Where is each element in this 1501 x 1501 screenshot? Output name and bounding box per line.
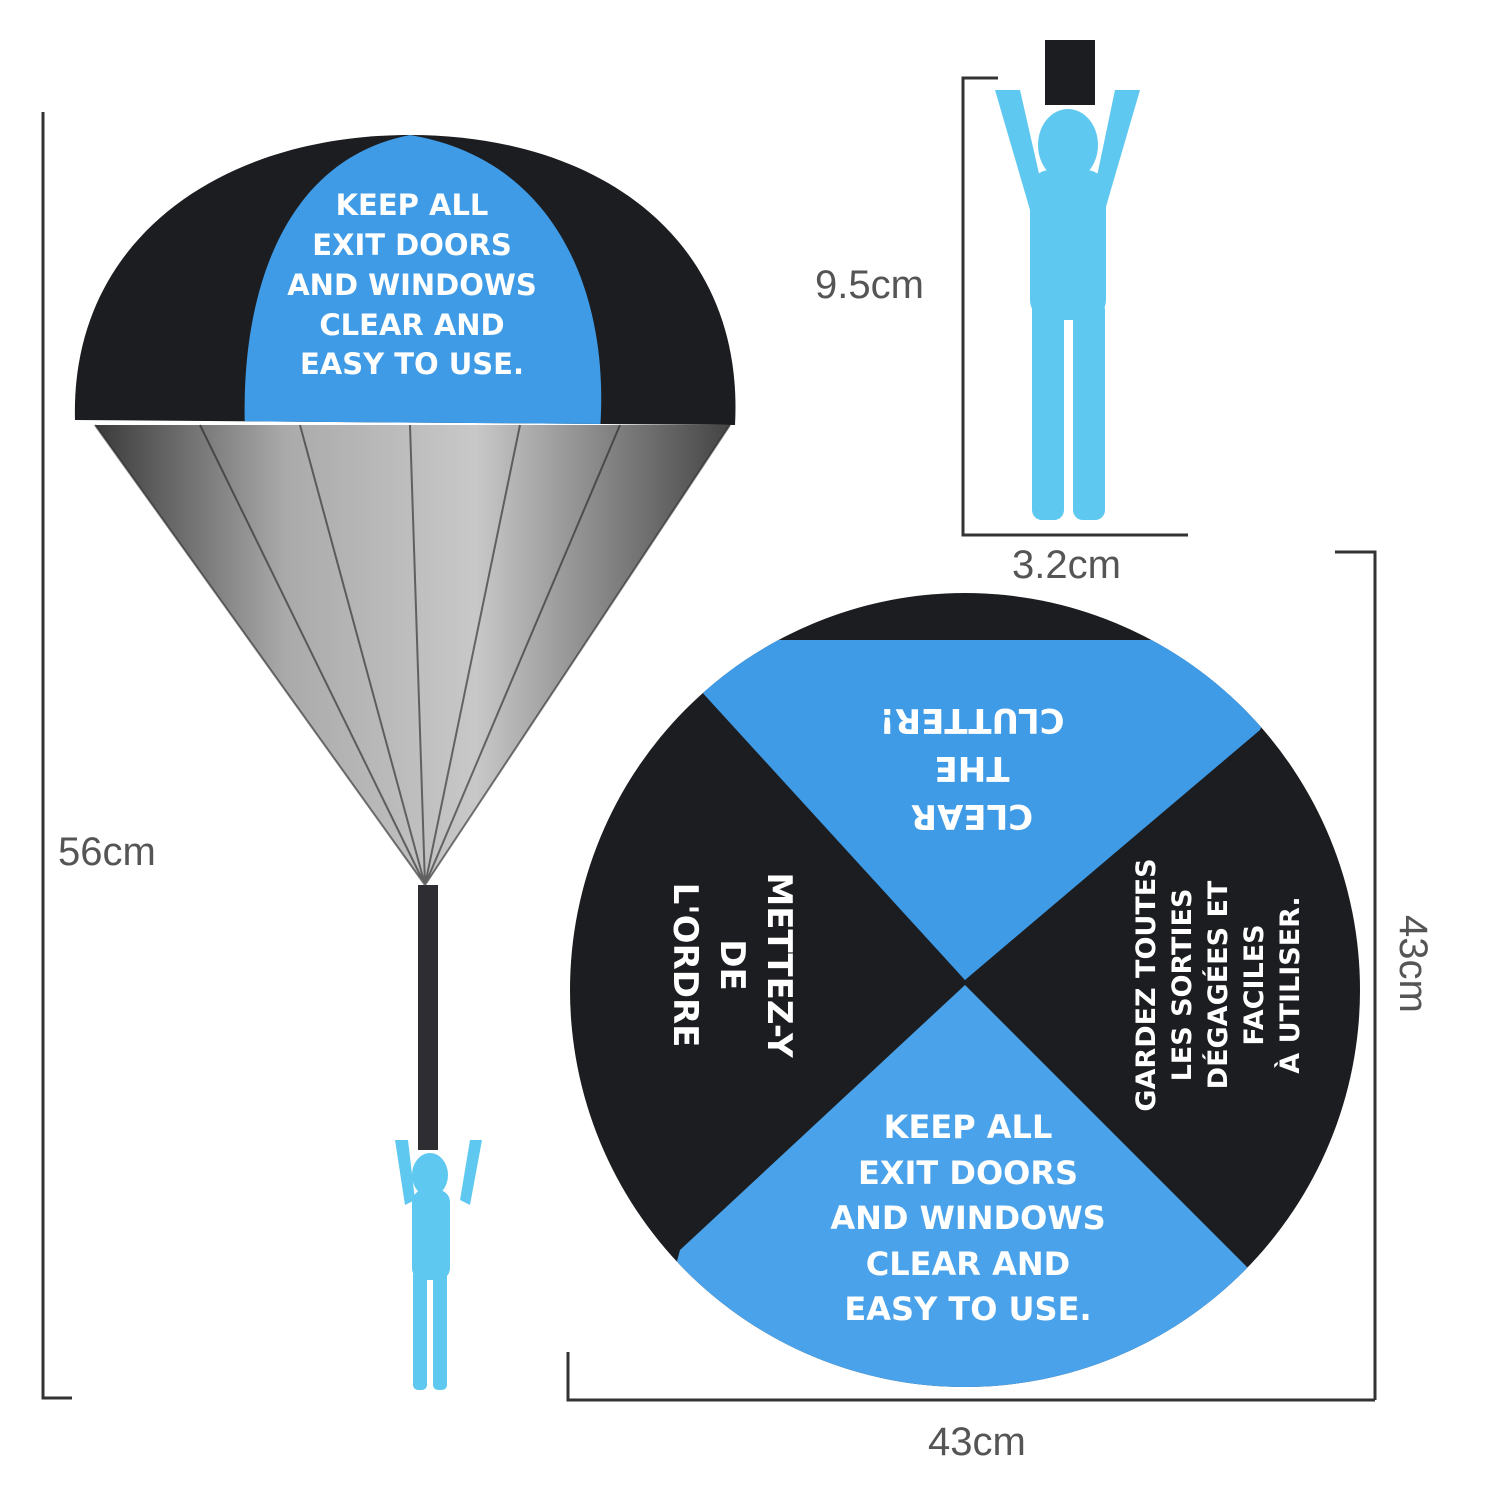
svg-text:CLUTTER!: CLUTTER! <box>879 700 1064 740</box>
svg-text:L'ORDRE: L'ORDRE <box>665 883 705 1048</box>
svg-text:DE: DE <box>712 939 752 990</box>
svg-text:CLEAR: CLEAR <box>911 796 1033 836</box>
paratrooper-figure <box>995 40 1140 520</box>
svg-text:GARDEZ TOUTES: GARDEZ TOUTES <box>1131 858 1162 1111</box>
small-figure <box>395 1140 482 1390</box>
flat-left-text: METTEZ-Y DE L'ORDRE <box>665 872 799 1058</box>
figure-width-label: 3.2cm <box>1012 543 1121 587</box>
figure-height-label: 9.5cm <box>815 263 924 307</box>
side-canopy-text: KEEP ALL EXIT DOORS AND WINDOWS CLEAR AN… <box>287 188 537 381</box>
svg-text:LES SORTIES: LES SORTIES <box>1167 889 1198 1082</box>
svg-text:KEEP ALL: KEEP ALL <box>336 188 489 222</box>
svg-text:FACILES: FACILES <box>1239 924 1270 1045</box>
canopy-height-label: 43cm <box>1391 915 1435 1013</box>
canopy-dimension-lines <box>566 550 1377 1402</box>
svg-text:KEEP ALL: KEEP ALL <box>884 1108 1053 1146</box>
svg-text:CLEAR AND: CLEAR AND <box>319 308 504 342</box>
svg-text:À UTILISER.: À UTILISER. <box>1274 896 1306 1073</box>
svg-text:EASY TO USE.: EASY TO USE. <box>300 347 524 381</box>
svg-text:EXIT DOORS: EXIT DOORS <box>312 228 511 262</box>
svg-text:EXIT DOORS: EXIT DOORS <box>858 1154 1078 1192</box>
strap <box>418 885 438 1150</box>
svg-text:CLEAR AND: CLEAR AND <box>866 1245 1070 1283</box>
svg-text:AND WINDOWS: AND WINDOWS <box>830 1199 1105 1237</box>
height-label: 56cm <box>58 830 156 874</box>
flat-bottom-text: KEEP ALL EXIT DOORS AND WINDOWS CLEAR AN… <box>830 1108 1105 1328</box>
svg-text:THE: THE <box>935 748 1010 788</box>
flat-right-text: GARDEZ TOUTES LES SORTIES DÉGAGÉES ET FA… <box>1131 858 1306 1111</box>
figure-dimension-lines <box>961 76 1188 537</box>
svg-text:AND WINDOWS: AND WINDOWS <box>287 268 537 302</box>
flat-top-text: CLEAR THE CLUTTER! <box>879 700 1064 836</box>
svg-text:EASY TO USE.: EASY TO USE. <box>844 1290 1091 1328</box>
svg-text:DÉGAGÉES ET: DÉGAGÉES ET <box>1202 880 1234 1089</box>
canopy-width-label: 43cm <box>928 1420 1026 1464</box>
height-dimension-line <box>41 112 72 1400</box>
svg-text:METTEZ-Y: METTEZ-Y <box>759 872 799 1058</box>
parachute-flat-view <box>570 593 1360 1387</box>
